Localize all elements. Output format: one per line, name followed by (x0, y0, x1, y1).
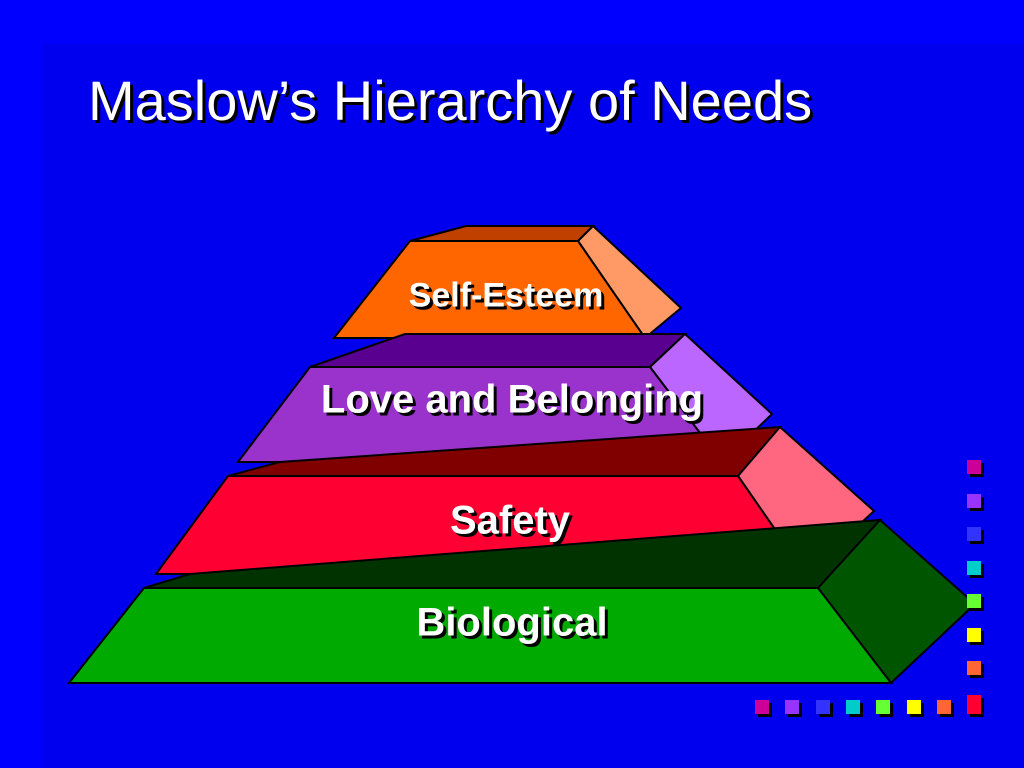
layer-label-biological: Biological (416, 600, 608, 645)
decor-square-horizontal (845, 700, 860, 714)
layer-label-love-and-belonging: Love and Belonging (320, 377, 704, 422)
decor-square-horizontal (755, 700, 769, 714)
pyramid-layer-love-and-belonging (235, 332, 774, 464)
decor-square-horizontal (785, 700, 800, 714)
decor-square-vertical (967, 560, 981, 575)
decor-square-horizontal (936, 700, 951, 714)
decor-square-horizontal (815, 700, 830, 714)
slide-title: Maslow’s Hierarchy of Needs (88, 69, 813, 132)
decor-square-vertical (967, 460, 981, 474)
decor-square-horizontal (967, 700, 982, 714)
decor-square-vertical (967, 627, 981, 642)
decor-square-vertical (967, 527, 981, 541)
pyramid-layer-self-esteem (331, 224, 683, 340)
layer-label-safety: Safety (449, 498, 571, 543)
decor-square-vertical (967, 594, 981, 608)
layer-label-self-esteem: Self-Esteem (408, 276, 604, 315)
decor-square-horizontal (906, 700, 921, 714)
layer-top-face (409, 225, 596, 242)
layer-front-face (66, 587, 894, 684)
pyramid-layer-biological (66, 518, 977, 685)
decor-square-horizontal (876, 700, 891, 714)
decor-square-vertical (967, 661, 981, 675)
decor-square-vertical (967, 493, 981, 508)
